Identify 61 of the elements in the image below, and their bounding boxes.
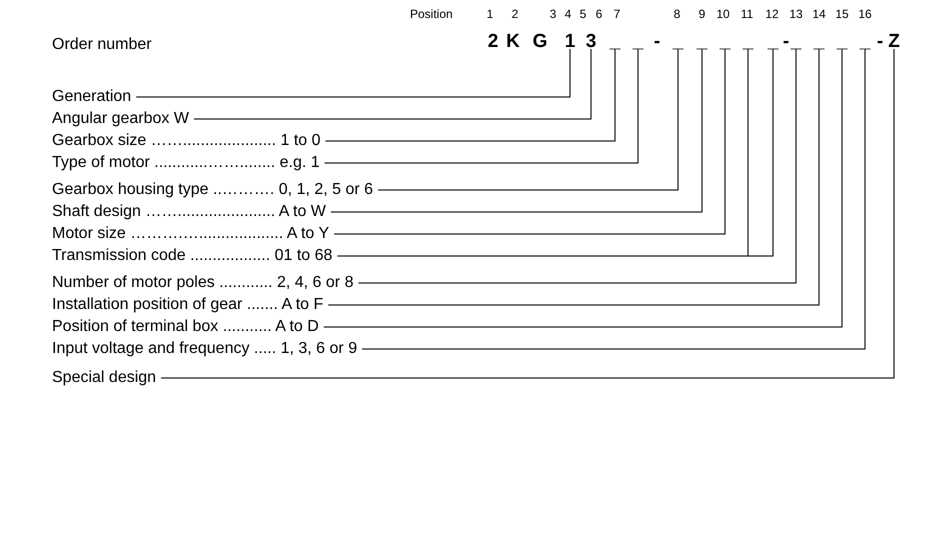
code-character: _ [610,33,620,51]
code-character: _ [720,33,730,51]
leader-line [378,48,678,190]
description-text: Number of motor poles ............ 2, 4, 6 or 8 [52,274,354,292]
code-character: - [876,33,884,51]
description-text: Generation [52,88,132,106]
leader-line [193,48,592,120]
row-label: Order number [52,37,152,53]
leader-line [136,48,570,98]
code-character: _ [814,33,824,51]
code-character: 2 [488,33,498,51]
leader-line [358,48,796,284]
position-number: 12 [765,8,779,20]
code-character: 1 [564,33,576,51]
description-text: Motor size ……….…................... A to Y [52,225,330,243]
code-character: _ [672,33,684,51]
leader-line [334,48,726,234]
leader-line [362,48,866,350]
description-text: Installation position of gear ....... A to F [52,296,324,314]
code-character: G [532,33,548,51]
position-number: 4 [564,8,572,20]
description-text: Gearbox housing type ..………. 0, 1, 2, 5 or 6 [52,181,374,199]
position-number: 9 [698,8,706,20]
position-number: 16 [858,8,872,20]
code-character: _ [742,33,754,51]
position-number: 1 [486,8,494,20]
code-character: _ [790,33,802,51]
code-character: 3 [586,33,596,51]
code-character: _ [632,33,644,51]
description-text: Type of motor ............……........ e.g. 1 [52,154,320,172]
position-number: 3 [550,8,556,20]
code-character: K [506,33,520,51]
description-text: Gearbox size ……..................... 1 to 0 [52,132,321,150]
position-number: 7 [614,8,620,20]
description-text: Transmission code .................. 01 to 68 [52,247,332,265]
leader-line [330,48,702,212]
position-number: 5 [580,8,586,20]
position-number: 11 [740,8,754,20]
position-number: 2 [512,8,518,20]
description-text: Input voltage and frequency ..... 1, 3, 6 or 9 [52,340,358,358]
description-text: Shaft design ……...................... A to W [52,203,326,221]
position-number: 8 [674,8,680,20]
code-character: _ [696,33,708,51]
position-number: 14 [812,8,826,20]
position-number: 15 [835,8,849,20]
code-character: _ [860,33,870,51]
leader-line [324,48,638,164]
code-character: Z [888,33,900,51]
header-label: Position [410,8,453,20]
description-text: Position of terminal box ........... A to D [52,318,319,336]
code-character: - [654,33,660,51]
code-character: - [782,33,790,51]
code-character: _ [836,33,848,51]
position-number: 6 [596,8,602,20]
description-text: Special design [52,369,156,387]
position-number: 13 [789,8,803,20]
description-text: Angular gearbox W [52,110,189,128]
code-character: _ [768,33,778,51]
leader-line [325,48,616,142]
position-number: 10 [716,8,730,20]
leader-line [160,48,894,378]
